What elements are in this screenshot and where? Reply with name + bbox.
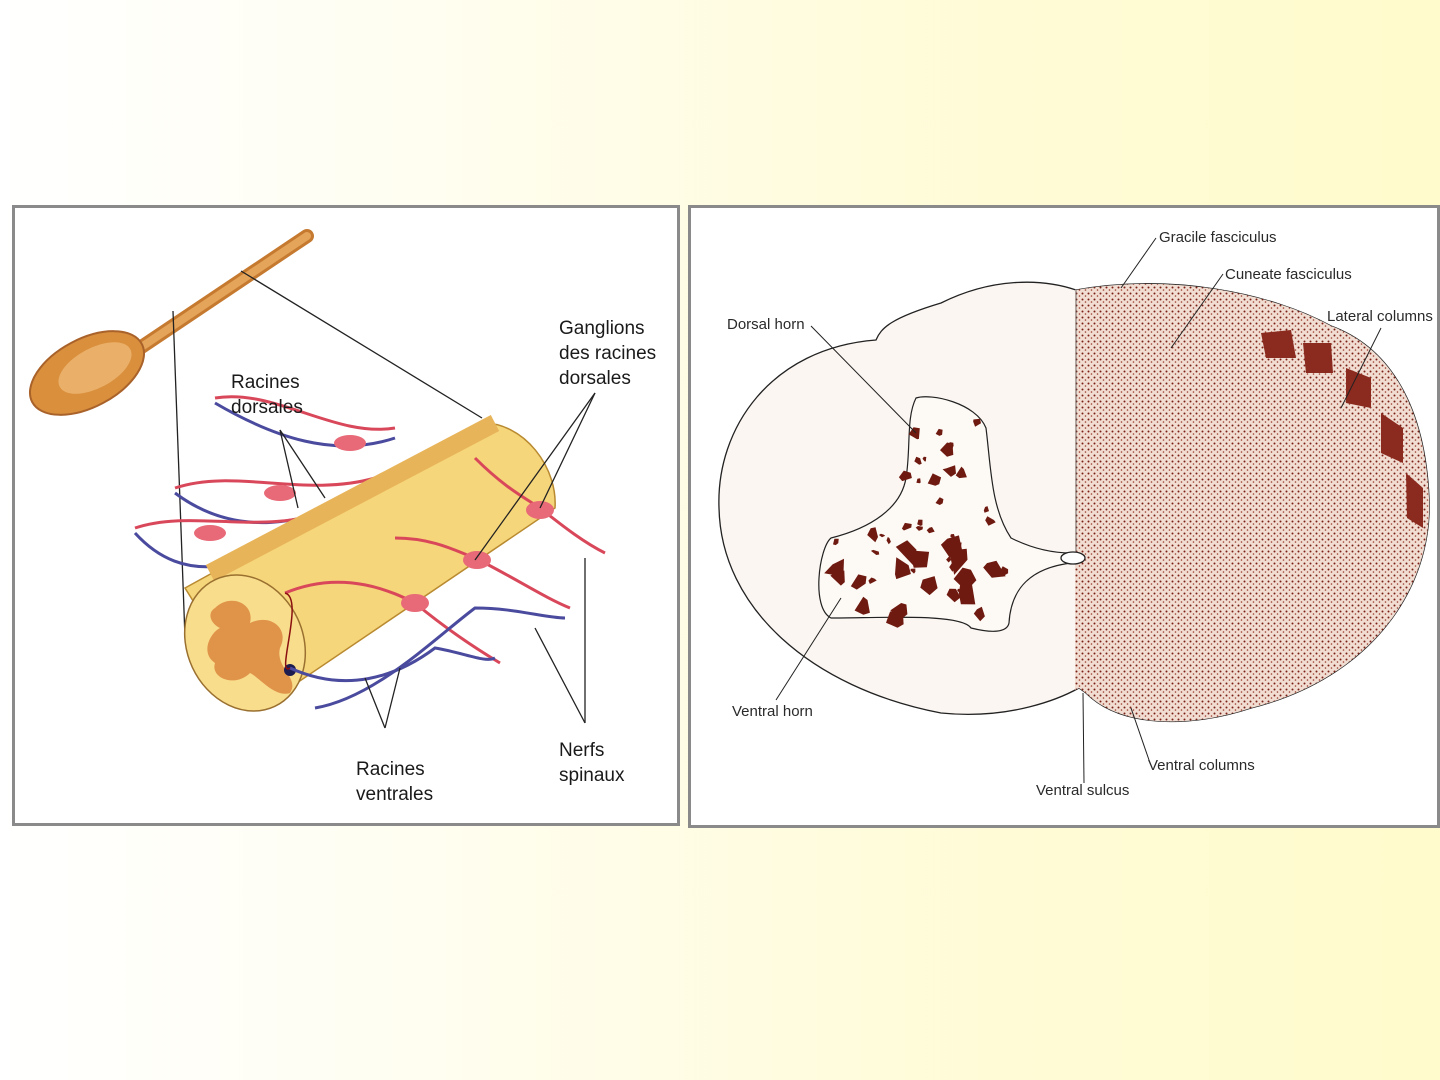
neuron-cell-body — [922, 456, 927, 462]
label-cuneate-fasciculus: Cuneate fasciculus — [1225, 266, 1352, 283]
lateral-column-bands — [1261, 330, 1423, 528]
neuron-cell-body — [895, 557, 911, 580]
label-ventral-horn: Ventral horn — [732, 703, 813, 720]
neuron-cell-body — [850, 574, 867, 590]
neuron-cell-body — [948, 548, 968, 575]
neuron-cell-body — [955, 466, 967, 479]
neuron-cell-body — [886, 537, 891, 545]
label-leaders — [279, 392, 596, 729]
neuron-cell-body — [915, 526, 923, 531]
neuron-cell-body — [833, 538, 839, 546]
neuron-cell-body — [950, 534, 956, 539]
label-nerfs-spinaux: Nerfs spinaux — [559, 740, 625, 786]
spinal-cord-cross-section-diagram: Gracile fasciculus Cuneate fasciculus La… — [688, 205, 1440, 828]
label-gracile-fasciculus: Gracile fasciculus — [1159, 229, 1277, 246]
neuron-cell-body — [886, 610, 904, 628]
label-racines-ventrales: Racines ventrales — [356, 759, 434, 805]
central-canal — [1060, 551, 1086, 565]
neuron-cell-body — [854, 596, 870, 615]
neuron-cell-body — [958, 583, 976, 605]
neuron-cell-body — [935, 428, 943, 436]
neuron-cell-bodies — [824, 418, 1009, 628]
neuron-cell-body — [954, 542, 962, 549]
neuron-cell-body — [957, 588, 964, 594]
spinal-cord-illustration — [28, 229, 606, 729]
zoom-lines — [172, 270, 483, 639]
neuron-cell-body — [868, 577, 877, 584]
neuron-cell-body — [946, 556, 952, 563]
neuron-cell-body — [953, 567, 977, 592]
neuron-cell-body — [927, 473, 942, 486]
neuron-cell-body — [867, 527, 878, 543]
neuron-cell-body — [910, 568, 916, 574]
spinal-cord-3d-diagram: Ganglions des racines dorsales Racines d… — [12, 205, 680, 826]
neuron-cell-body — [942, 465, 956, 477]
label-ganglions: Ganglions des racines dorsales — [559, 318, 657, 389]
spinal-cord-segment — [183, 415, 556, 712]
neuron-cell-body — [916, 478, 921, 484]
label-lateral-columns: Lateral columns — [1327, 308, 1433, 325]
neuron-cell-body — [935, 497, 944, 505]
neuron-cell-body — [926, 527, 935, 534]
neuron-cell-body — [895, 540, 917, 567]
brain-and-spinal-cord-overview — [28, 229, 314, 416]
neuron-cell-body — [908, 427, 920, 440]
neuron-cell-body — [985, 516, 996, 526]
neuron-cell-body — [870, 549, 880, 555]
label-racines-dorsales: Racines dorsales — [231, 372, 303, 418]
neuron-cell-body — [973, 418, 981, 427]
neuron-cell-body — [999, 566, 1009, 577]
neuron-cell-body — [917, 519, 923, 526]
neuron-cell-body — [914, 456, 922, 465]
gray-matter — [207, 600, 293, 694]
neuron-cell-body — [946, 588, 961, 603]
spinal-nerves-front — [284, 456, 606, 710]
neuron-cell-body — [920, 576, 938, 596]
neuron-cell-body — [898, 470, 912, 482]
neuron-cell-body — [824, 558, 844, 577]
neuron-cell-body — [878, 533, 886, 538]
cross-section-illustration — [718, 237, 1430, 784]
neuron-cell-body — [983, 506, 989, 513]
neuron-cell-body — [890, 603, 908, 619]
label-dorsal-horn: Dorsal horn — [727, 316, 805, 333]
neuron-cell-body — [983, 560, 1006, 578]
label-leaders — [775, 237, 1382, 784]
label-ventral-sulcus: Ventral sulcus — [1036, 782, 1130, 799]
neuron-cell-body — [940, 442, 954, 457]
neuron-cell-body — [973, 606, 985, 622]
label-ventral-columns: Ventral columns — [1148, 757, 1255, 774]
neuron-cell-body — [901, 522, 912, 531]
